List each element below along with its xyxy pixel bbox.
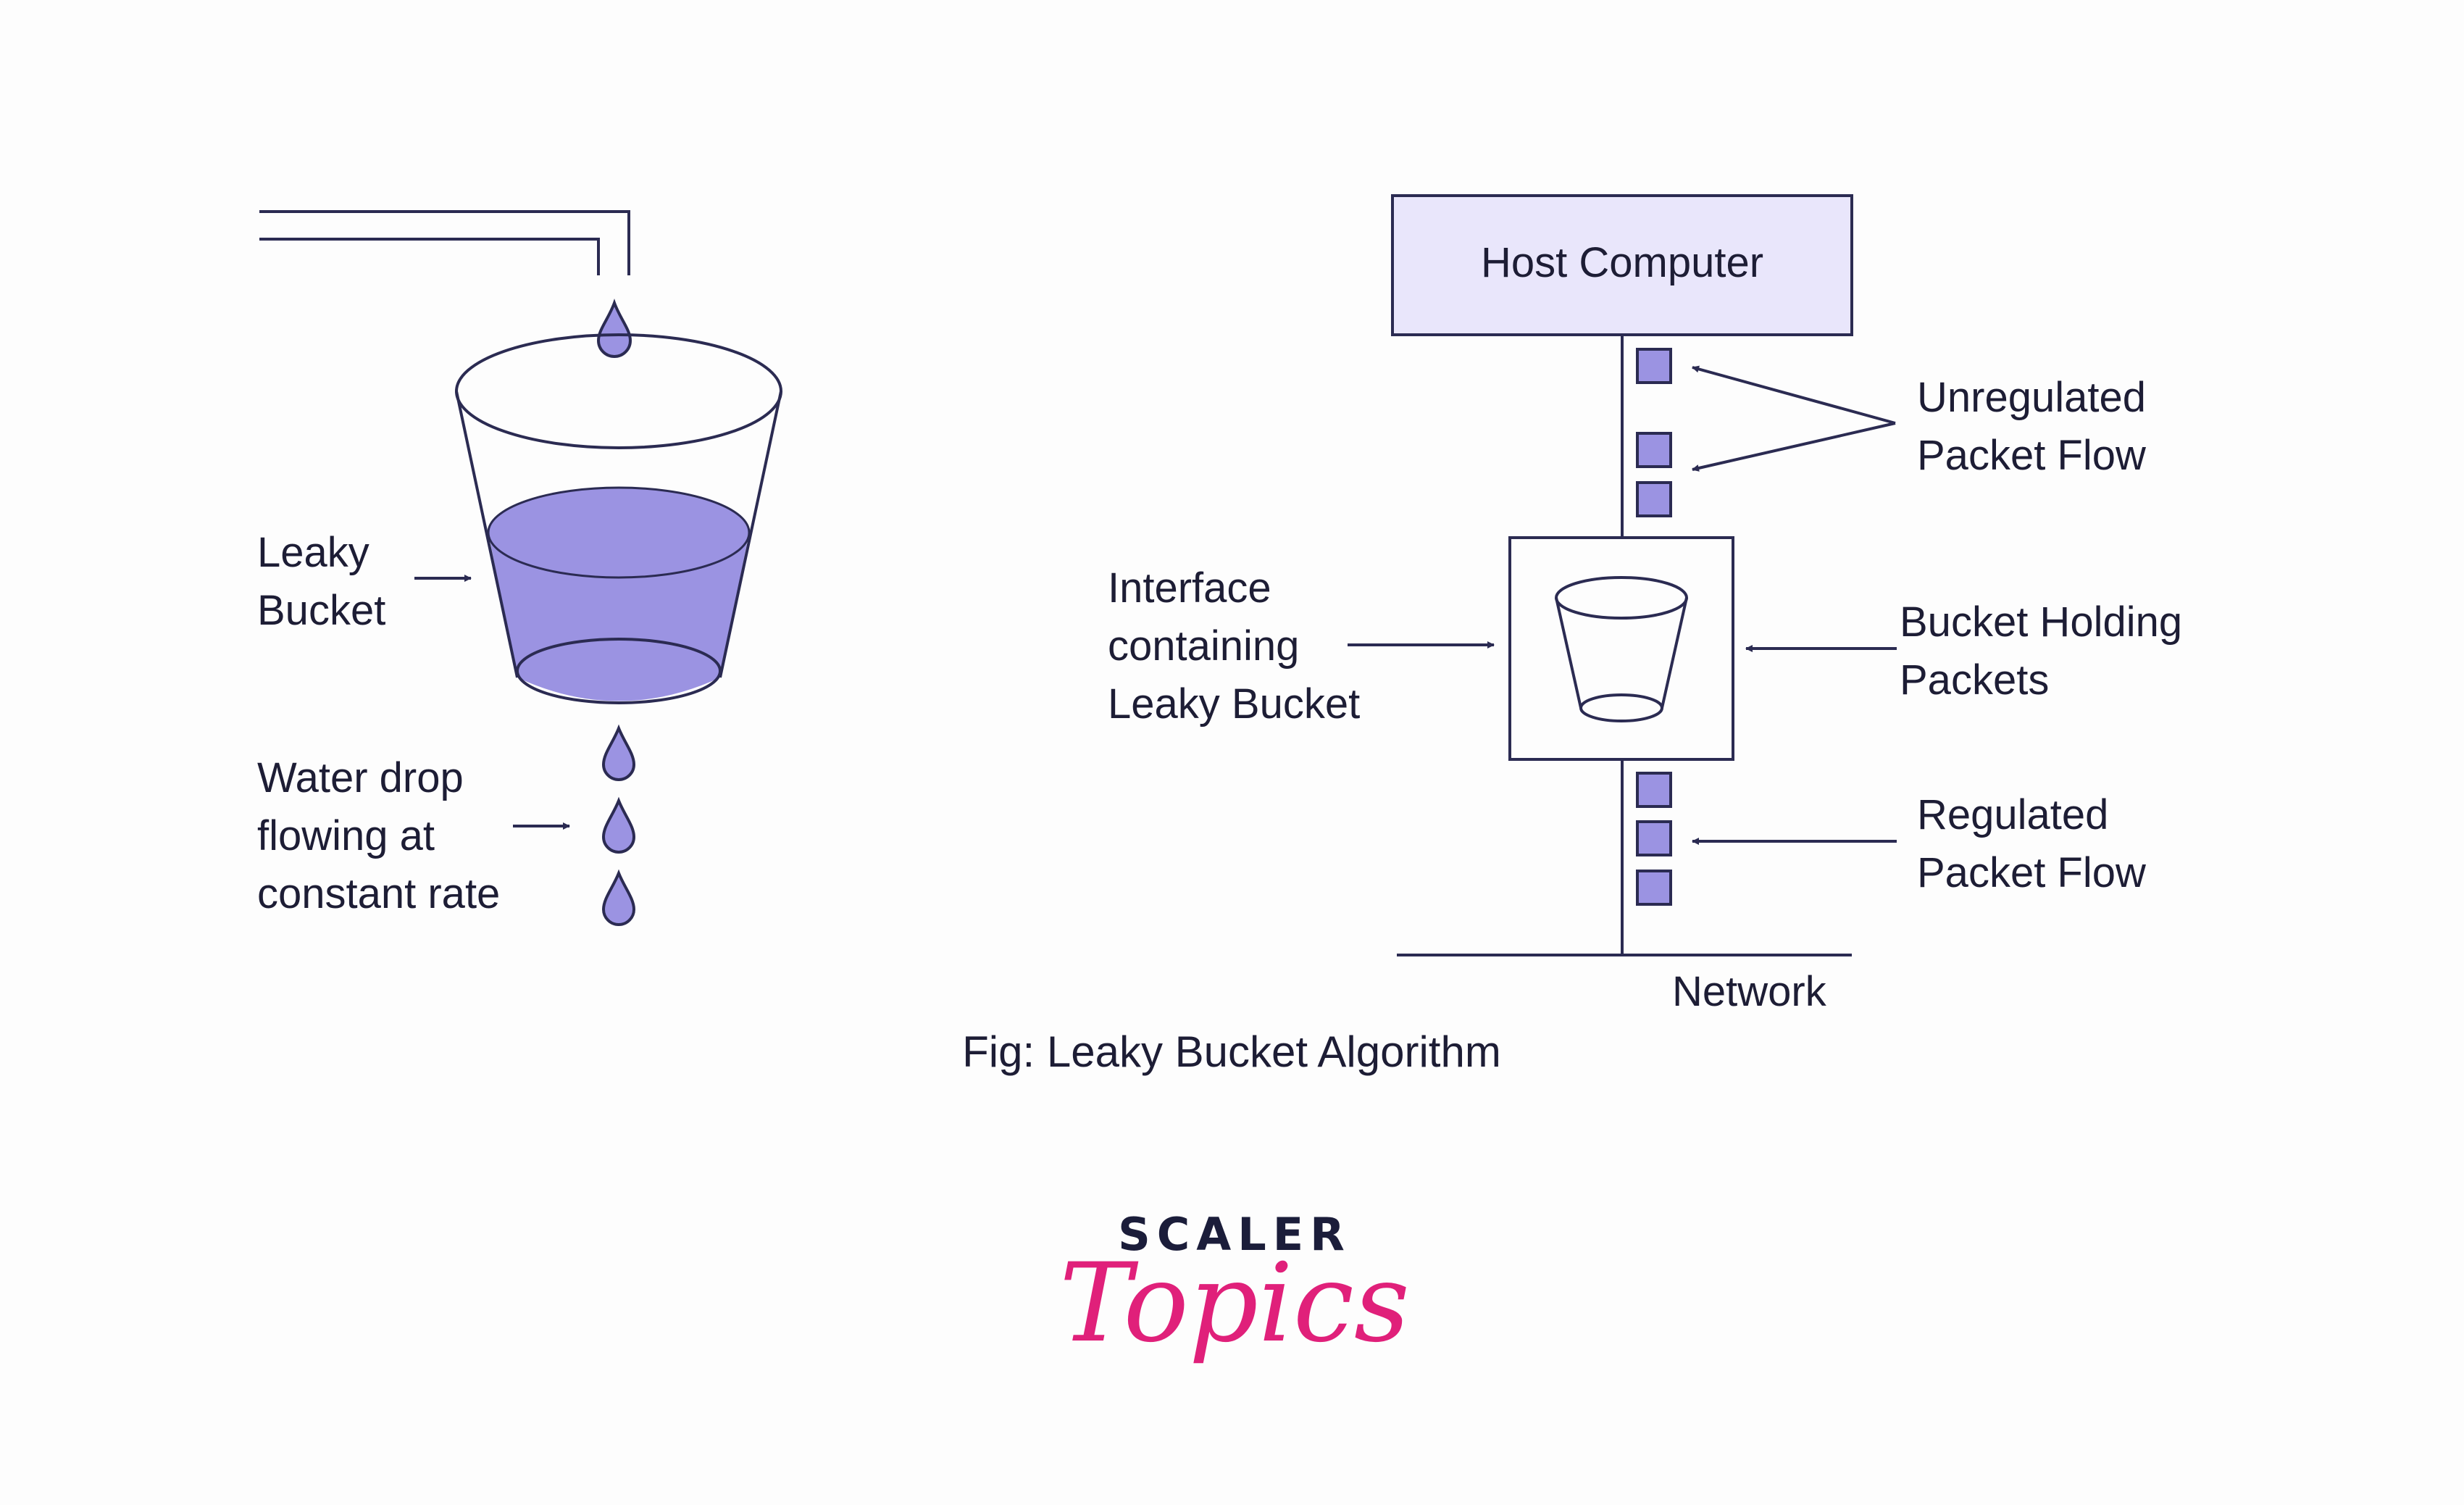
regulated-packet-1 [1636,772,1672,808]
logo-top-text: SCALER [1118,1208,1351,1261]
bucket-bottom [516,638,722,704]
bucket-holding-label-line1: Bucket Holding [1900,599,2182,646]
left-panel [259,210,782,926]
bucket-holding-label-line2: Packets [1900,656,2049,704]
interface-bucket-bottom [1579,693,1663,722]
right-labels: Host Computer Unregulated Packet Flow In… [1108,239,2182,1015]
interface-label-line1: Interface [1108,564,1271,612]
water-drop-top [596,299,632,358]
water-drop-2 [601,796,636,854]
water-drop-3 [601,869,636,926]
host-computer-box [1391,194,1853,336]
left-labels: Leaky Bucket Water drop flowing at const… [257,529,500,917]
unregulated-packet-3 [1636,481,1672,517]
water-surface [487,486,751,579]
network-label: Network [1672,968,1827,1015]
unregulated-label-line1: Unregulated [1917,374,2146,421]
unregulated-label-line2: Packet Flow [1917,432,2147,479]
bucket-label-line1: Leaky [257,529,369,576]
water-drop-1 [601,724,636,781]
regulated-packet-3 [1636,870,1672,906]
unregulated-packet-2 [1636,432,1672,468]
regulated-label-line1: Regulated [1917,791,2108,838]
host-computer-label: Host Computer [1481,239,1763,286]
drop-label-line2: flowing at [257,812,435,859]
scaler-topics-logo: SCALER Topics [1059,1208,1410,1367]
interface-bucket-rim [1555,576,1688,620]
right-panel [1348,194,1897,956]
regulated-packet-2 [1636,820,1672,856]
unregulated-arrow-upper [1692,365,1896,425]
drop-label-line1: Water drop [257,754,464,801]
interface-box [1508,536,1734,761]
drop-label-line3: constant rate [257,870,500,917]
bucket-sides [455,391,782,678]
interface-label-line3: Leaky Bucket [1108,680,1360,728]
faucet-pipe [259,210,630,275]
unregulated-packet-1 [1636,348,1672,384]
figure-caption: Fig: Leaky Bucket Algorithm [962,1027,1501,1076]
logo-bottom-text: Topics [1059,1241,1410,1367]
unregulated-arrow-lower [1692,422,1896,472]
bucket-label-line2: Bucket [257,587,385,634]
interface-bucket-sides [1555,597,1688,709]
regulated-label-line2: Packet Flow [1917,849,2147,896]
interface-label-line2: containing [1108,622,1299,670]
